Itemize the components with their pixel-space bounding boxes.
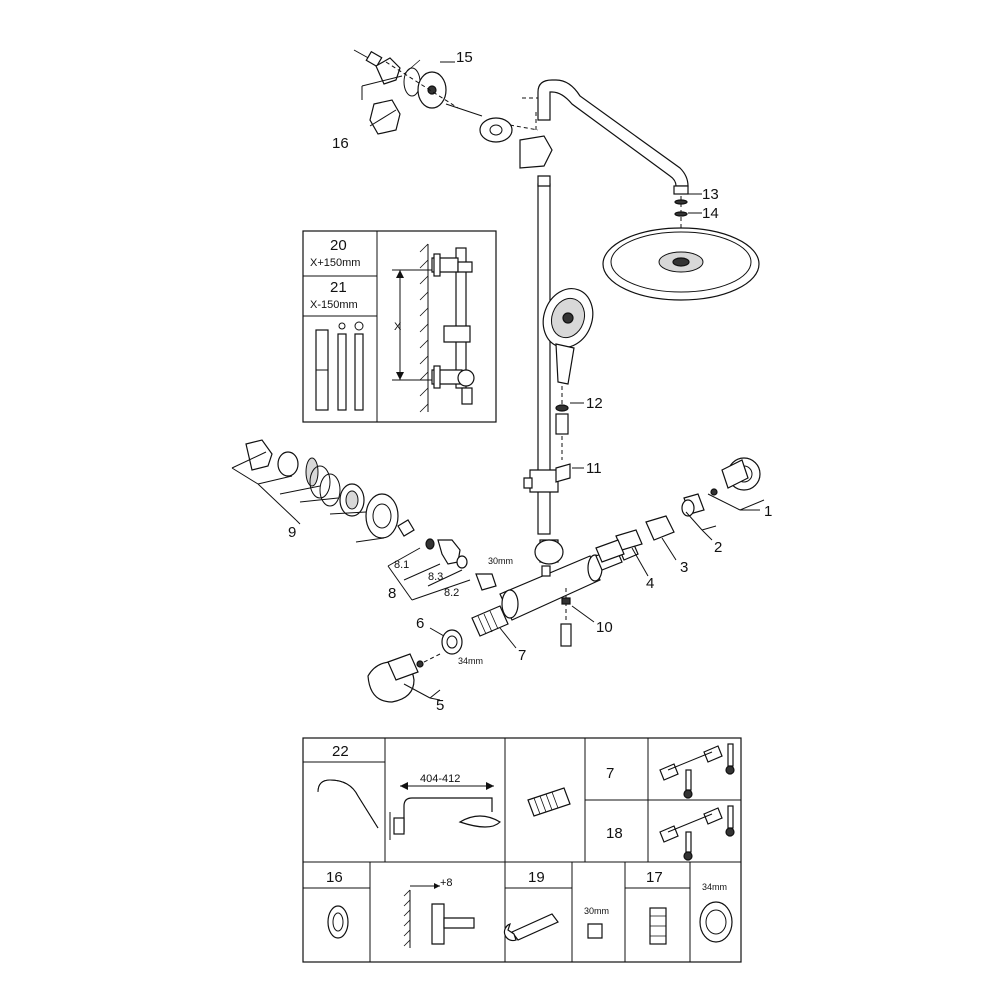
callout-12: 12 (586, 395, 603, 412)
extension-inset (302, 230, 497, 423)
callout-7: 7 (518, 647, 526, 664)
callout-5: 5 (436, 697, 444, 714)
wall-bracket-assembly (353, 49, 553, 169)
inset-x-label: X (394, 321, 402, 333)
table-callout-19: 19 (528, 869, 545, 886)
head-shower (602, 185, 760, 301)
right-connector-parts (595, 457, 765, 577)
callout-4: 4 (646, 575, 654, 592)
table-callout-18: 18 (606, 825, 623, 842)
temperature-handle (367, 653, 441, 703)
callout-8-2: 8.2 (444, 587, 459, 599)
inset-dim-21: X-150mm (310, 299, 358, 311)
table-offset-dim: +8 (440, 877, 453, 889)
callout-8: 8 (388, 585, 396, 602)
inset-callout-21: 21 (330, 279, 347, 296)
left-connector-assembly (231, 439, 399, 543)
adapter-group (387, 519, 497, 601)
callout-16: 16 (332, 135, 349, 152)
hand-shower (542, 288, 594, 460)
table-callout-22: 22 (332, 743, 349, 760)
table-callout-7: 7 (606, 765, 614, 782)
callout-8-3: 8.3 (428, 571, 443, 583)
callout-11: 11 (586, 460, 602, 477)
callout-8-1: 8.1 (394, 559, 409, 571)
shower-riser (537, 79, 689, 535)
dim-30mm: 30mm (488, 556, 513, 566)
dim-34mm: 34mm (458, 656, 483, 666)
callout-10: 10 (596, 619, 613, 636)
table-callout-16: 16 (326, 869, 343, 886)
outlet-elbow (560, 588, 595, 647)
inset-callout-20: 20 (330, 237, 347, 254)
table-wrench-30: 30mm (584, 906, 609, 916)
callout-13: 13 (702, 186, 719, 203)
table-arm-dim: 404-412 (420, 773, 460, 785)
thermo-cartridge (419, 605, 517, 665)
callout-9: 9 (288, 524, 296, 541)
callout-2: 2 (714, 539, 722, 556)
table-callout-17: 17 (646, 869, 663, 886)
inset-dim-20: X+150mm (310, 257, 360, 269)
callout-14: 14 (702, 205, 719, 222)
callout-6: 6 (416, 615, 424, 632)
spare-parts-table (302, 737, 742, 963)
thermostat-body (499, 539, 639, 621)
callout-3: 3 (680, 559, 688, 576)
table-wrench-34: 34mm (702, 882, 727, 892)
callout-15: 15 (456, 49, 473, 66)
slide-holder (523, 463, 571, 493)
callout-1: 1 (764, 503, 772, 520)
